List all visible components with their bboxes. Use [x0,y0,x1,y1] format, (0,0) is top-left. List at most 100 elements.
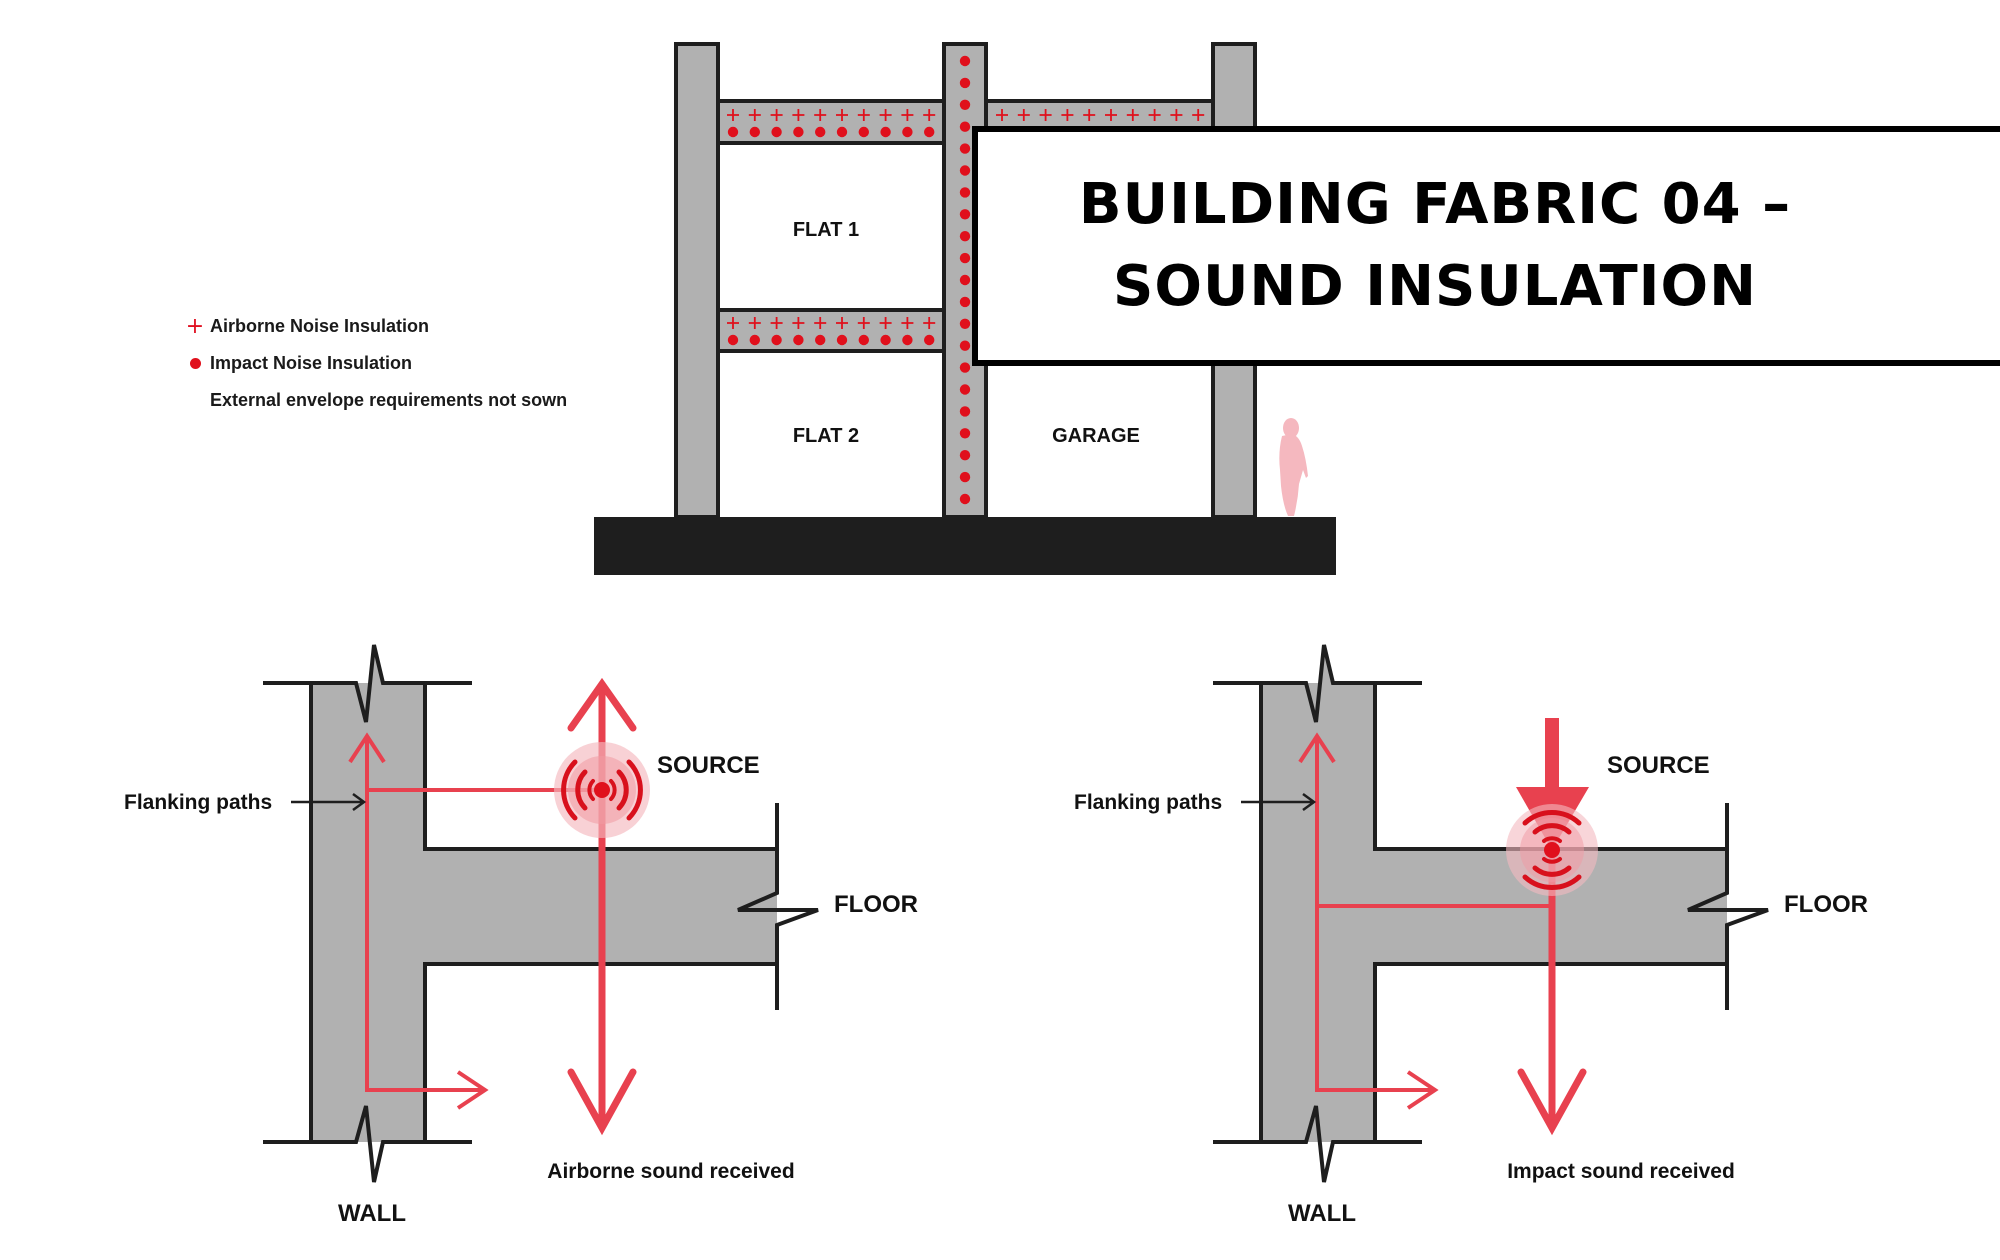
wall-floor-junction [1261,683,1727,1142]
legend: + Airborne Noise Insulation Impact Noise… [180,308,567,419]
sound-source-icon [554,742,650,838]
airborne-insulation-marker [1083,109,1096,121]
wall-outline-right-upper [1373,683,1727,851]
airborne-insulation-marker [857,317,870,329]
impact-insulation-marker [749,334,760,346]
impact-sound-diagram: Flanking paths SOURCE FLOOR WALL Impact … [1074,644,1868,1227]
impact-insulation-marker [959,99,971,111]
impact-insulation-marker [836,126,848,138]
legend-label: Airborne Noise Insulation [210,316,430,336]
pedestrian-silhouette-icon [1279,418,1308,516]
airborne-insulation-marker [727,317,739,329]
impact-insulation-marker [771,126,782,138]
impact-insulation-marker [959,77,971,89]
airborne-insulation-marker [1126,109,1139,121]
wall-floor-junction [311,683,777,1142]
legend-label: External envelope requirements not sown [210,390,568,410]
impact-insulation-marker [959,406,971,417]
airborne-insulation-marker [1148,109,1161,121]
wall-outline-right-upper [423,683,777,851]
impact-insulation-marker [959,296,971,308]
airborne-sound-diagram: Flanking paths SOURCE FLOOR WALL Airborn… [124,644,918,1227]
airborne-insulation-marker [814,109,827,121]
impact-insulation-marker [924,126,935,138]
airborne-insulation-marker [1170,109,1183,121]
insulation-markers [727,55,1205,505]
floor-slab-lower-left [716,308,946,353]
impact-insulation-marker [858,334,869,346]
flanking-paths-label: Flanking paths [1074,791,1222,814]
flanking-path-line [1315,737,1552,1092]
legend-item-impact: Impact Noise Insulation [180,345,567,382]
airborne-insulation-marker [727,109,739,121]
impact-arrowhead-down [1517,1068,1587,1136]
dot-icon [189,358,201,369]
flanking-arrowhead-up [348,732,386,764]
impact-insulation-marker [959,471,971,483]
flanking-pointer-arrow [291,792,367,812]
wall-break-top [263,644,472,723]
airborne-insulation-marker [836,317,848,329]
airborne-insulation-marker [996,109,1008,121]
impact-insulation-marker [959,252,971,264]
airborne-insulation-marker [792,317,805,329]
airborne-insulation-marker [923,317,936,329]
impact-insulation-marker [959,493,971,505]
impact-insulation-marker [959,318,971,329]
impact-insulation-marker [959,231,971,242]
airborne-insulation-marker [879,109,892,121]
impact-insulation-marker [959,209,971,220]
flanking-pointer-arrow [1241,792,1317,812]
impact-insulation-marker [815,126,826,138]
wall-label: WALL [338,1200,406,1227]
airborne-arrowhead-up [567,677,637,732]
impact-insulation-marker [959,428,971,439]
title-box: BUILDING FABRIC 04 – SOUND INSULATION [972,126,2000,366]
received-label: Impact sound received [1507,1160,1735,1183]
impact-insulation-marker [858,126,869,138]
wall-outline-right-lower [1373,962,1727,1142]
title-line-2: SOUND INSULATION [1113,254,1757,319]
airborne-insulation-marker [857,109,870,121]
airborne-insulation-marker [923,109,936,121]
floor-break-end [737,803,819,1010]
airborne-insulation-marker [1105,109,1117,121]
impact-insulation-marker [793,126,804,138]
impact-insulation-marker [959,121,971,132]
impact-insulation-marker [959,340,971,351]
impact-insulation-marker [959,362,971,373]
airborne-insulation-marker [748,317,761,329]
airborne-insulation-marker [879,317,892,329]
airborne-insulation-marker [901,317,914,329]
room-label-garage: GARAGE [1052,425,1140,447]
wall-label: WALL [1288,1200,1356,1227]
impact-insulation-marker [959,55,971,67]
wall-outline-right-lower [423,962,777,1142]
floor-break-end [1687,803,1769,1010]
title-line-1: BUILDING FABRIC 04 – [1078,172,1792,237]
room-label-flat2: FLAT 2 [793,425,859,447]
source-label: SOURCE [657,752,760,779]
wall-break-bottom [263,1105,472,1183]
impact-insulation-marker [793,334,804,346]
impact-insulation-marker [880,126,891,138]
flanking-paths-label: Flanking paths [124,791,272,814]
impact-insulation-marker [771,334,782,346]
floor-label: FLOOR [1784,891,1868,918]
floor-label: FLOOR [834,891,918,918]
flanking-arrowhead-right [1406,1070,1439,1110]
impact-insulation-marker [727,334,739,346]
airborne-insulation-marker [1039,109,1052,121]
airborne-insulation-marker [1061,109,1074,121]
wall-break-top [1213,644,1422,723]
impact-insulation-marker [959,187,971,198]
impact-force-arrow-shaft [1545,718,1559,790]
airborne-arrowhead-down [567,1068,637,1136]
airborne-insulation-marker [792,109,805,121]
legend-label: Impact Noise Insulation [210,353,413,373]
impact-insulation-marker [959,165,971,176]
flanking-arrowhead-up [1298,732,1336,764]
airborne-insulation-marker [1017,109,1030,121]
floor-slab-upper-left [716,99,946,145]
